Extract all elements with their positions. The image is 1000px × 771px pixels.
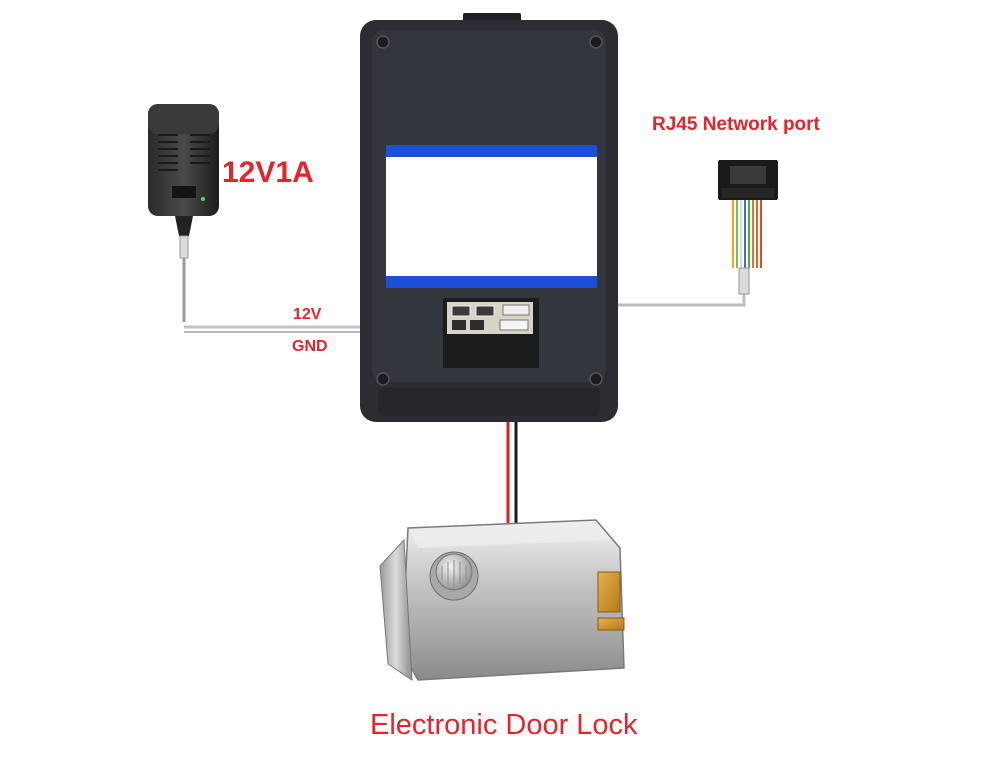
power-adapter-icon [148, 104, 219, 259]
door-phone-unit-icon [360, 13, 618, 422]
wire-12v-label: 12V [293, 306, 322, 323]
door-lock-icon [379, 519, 625, 681]
rj45-connector-icon [718, 160, 778, 295]
rj45-port-label: RJ45 Network port [652, 114, 820, 135]
adapter-rating-label: 12V1A [222, 156, 314, 189]
door-lock-label: Electronic Door Lock [370, 709, 638, 741]
wire-gnd-label: GND [292, 338, 328, 355]
